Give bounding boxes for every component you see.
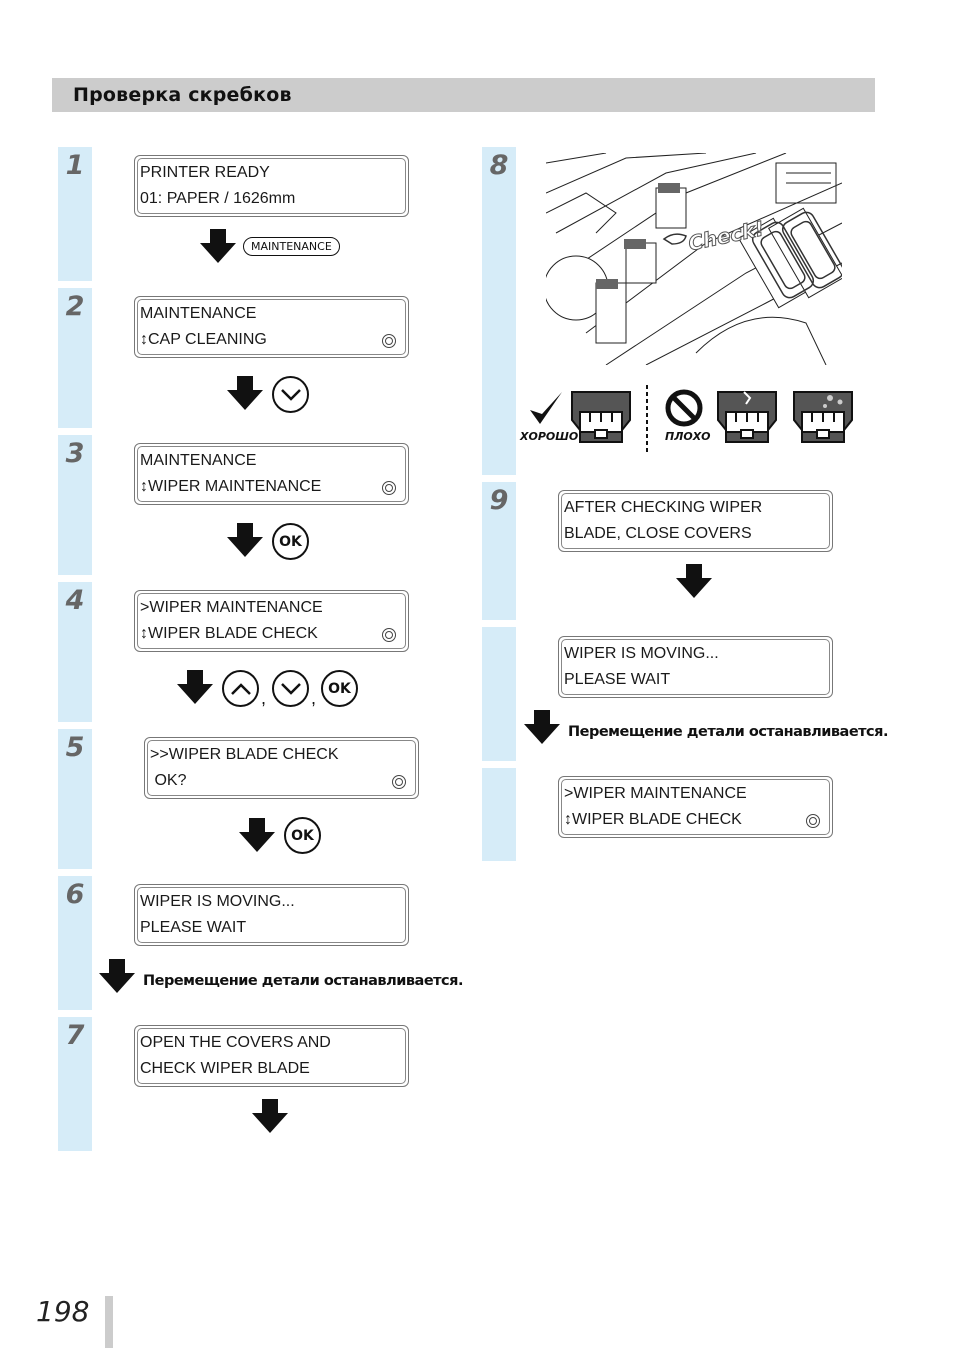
lcd-line-1: PRINTER READY <box>140 164 270 181</box>
lcd-line-2: ↕WIPER MAINTENANCE <box>140 478 322 495</box>
lcd-display: MAINTENANCE ↕WIPER MAINTENANCE <box>134 443 409 505</box>
step-band-5 <box>58 729 92 869</box>
lcd-line-1: WIPER IS MOVING... <box>564 645 719 662</box>
page-number: 198 <box>36 1295 90 1328</box>
lcd-indicator-icon <box>392 775 406 789</box>
lcd-indicator-icon <box>382 334 396 348</box>
lcd-line-2: PLEASE WAIT <box>564 671 671 688</box>
ok-button[interactable]: OK <box>272 523 309 560</box>
chevron-down-icon <box>280 388 301 401</box>
down-arrow-icon <box>200 229 236 263</box>
step-band-9b <box>482 627 516 761</box>
down-arrow-icon <box>99 959 135 993</box>
lcd-display: OPEN THE COVERS AND CHECK WIPER BLADE <box>134 1025 409 1087</box>
lcd-line-2: BLADE, CLOSE COVERS <box>564 525 752 542</box>
down-arrow-icon <box>177 670 213 704</box>
separator-comma: , <box>261 688 267 708</box>
maintenance-button[interactable]: MAINTENANCE <box>243 237 340 256</box>
lcd-line-1: MAINTENANCE <box>140 305 257 322</box>
lcd-line-1: >>WIPER BLADE CHECK <box>150 746 339 763</box>
down-arrow-icon <box>524 710 560 744</box>
lcd-indicator-icon <box>382 481 396 495</box>
step-number: 7 <box>65 1020 85 1051</box>
step-band-9c <box>482 768 516 861</box>
separator-comma: , <box>311 688 317 708</box>
down-arrow-icon <box>676 564 712 598</box>
checkmark-icon <box>530 392 562 424</box>
lcd-display: MAINTENANCE ↕CAP CLEANING <box>134 296 409 358</box>
down-button[interactable] <box>272 670 309 707</box>
ok-button[interactable]: OK <box>284 817 321 854</box>
lcd-line-2: ↕WIPER BLADE CHECK <box>140 625 318 642</box>
section-title: Проверка скребков <box>73 84 292 106</box>
chevron-down-icon <box>280 682 301 695</box>
step-band-1 <box>58 147 92 281</box>
bad-label: ПЛОХО <box>665 430 711 443</box>
step-number: 1 <box>65 150 85 181</box>
lcd-line-2: CHECK WIPER BLADE <box>140 1060 310 1077</box>
lcd-line-2: 01: PAPER / 1626mm <box>140 190 296 207</box>
step-number: 2 <box>65 291 85 322</box>
lcd-line-1: OPEN THE COVERS AND <box>140 1034 331 1051</box>
step-band-6 <box>58 876 92 1010</box>
lcd-line-2: ↕WIPER BLADE CHECK <box>564 811 742 828</box>
lcd-indicator-icon <box>382 628 396 642</box>
down-arrow-icon <box>227 523 263 557</box>
lcd-display: AFTER CHECKING WIPER BLADE, CLOSE COVERS <box>558 490 833 552</box>
section-title-bar <box>52 78 875 112</box>
ok-label: OK <box>291 827 314 844</box>
ok-button[interactable]: OK <box>321 670 358 707</box>
wiper-blade-dirty-icon <box>793 391 853 443</box>
lcd-line-1: AFTER CHECKING WIPER <box>564 499 763 516</box>
down-arrow-icon <box>239 818 275 852</box>
step-band-4 <box>58 582 92 722</box>
lcd-display: >WIPER MAINTENANCE ↕WIPER BLADE CHECK <box>134 590 409 652</box>
step-band-9 <box>482 482 516 620</box>
step-number: 6 <box>65 879 85 910</box>
lcd-display: >WIPER MAINTENANCE ↕WIPER BLADE CHECK <box>558 776 833 838</box>
step-number: 3 <box>65 438 85 469</box>
lcd-indicator-icon <box>806 814 820 828</box>
page-marker-bar <box>105 1296 113 1348</box>
motion-stop-note: Перемещение детали останавливается. <box>568 724 888 740</box>
lcd-line-2: PLEASE WAIT <box>140 919 247 936</box>
up-button[interactable] <box>222 670 259 707</box>
step-band-8 <box>482 147 516 475</box>
motion-stop-note: Перемещение детали останавливается. <box>143 973 463 989</box>
divider-line <box>646 385 648 453</box>
step-band-3 <box>58 435 92 575</box>
wiper-blade-good-icon <box>571 391 631 443</box>
lcd-line-2: OK? <box>150 772 187 789</box>
step-number: 9 <box>489 485 509 516</box>
step-band-7 <box>58 1017 92 1151</box>
step-number: 4 <box>65 585 85 616</box>
lcd-line-1: >WIPER MAINTENANCE <box>564 785 747 802</box>
wiper-area-illustration: Check! <box>546 153 842 365</box>
prohibited-icon <box>665 389 703 427</box>
lcd-line-2: ↕CAP CLEANING <box>140 331 267 348</box>
pointing-hand-icon <box>662 233 687 245</box>
chevron-up-icon <box>230 682 251 695</box>
step-band-2 <box>58 288 92 428</box>
wiper-blade-bad-icon <box>717 391 777 443</box>
lcd-display: WIPER IS MOVING... PLEASE WAIT <box>558 636 833 698</box>
lcd-line-1: MAINTENANCE <box>140 452 257 469</box>
step-number: 8 <box>489 150 509 181</box>
ok-label: OK <box>279 533 302 550</box>
down-button[interactable] <box>272 376 309 413</box>
lcd-line-1: >WIPER MAINTENANCE <box>140 599 323 616</box>
ok-label: OK <box>328 680 351 697</box>
lcd-display: PRINTER READY 01: PAPER / 1626mm <box>134 155 409 217</box>
lcd-line-1: WIPER IS MOVING... <box>140 893 295 910</box>
down-arrow-icon <box>252 1099 288 1133</box>
good-label: ХОРОШО <box>520 430 579 443</box>
down-arrow-icon <box>227 376 263 410</box>
lcd-display: WIPER IS MOVING... PLEASE WAIT <box>134 884 409 946</box>
step-number: 5 <box>65 732 85 763</box>
lcd-display: >>WIPER BLADE CHECK OK? <box>144 737 419 799</box>
